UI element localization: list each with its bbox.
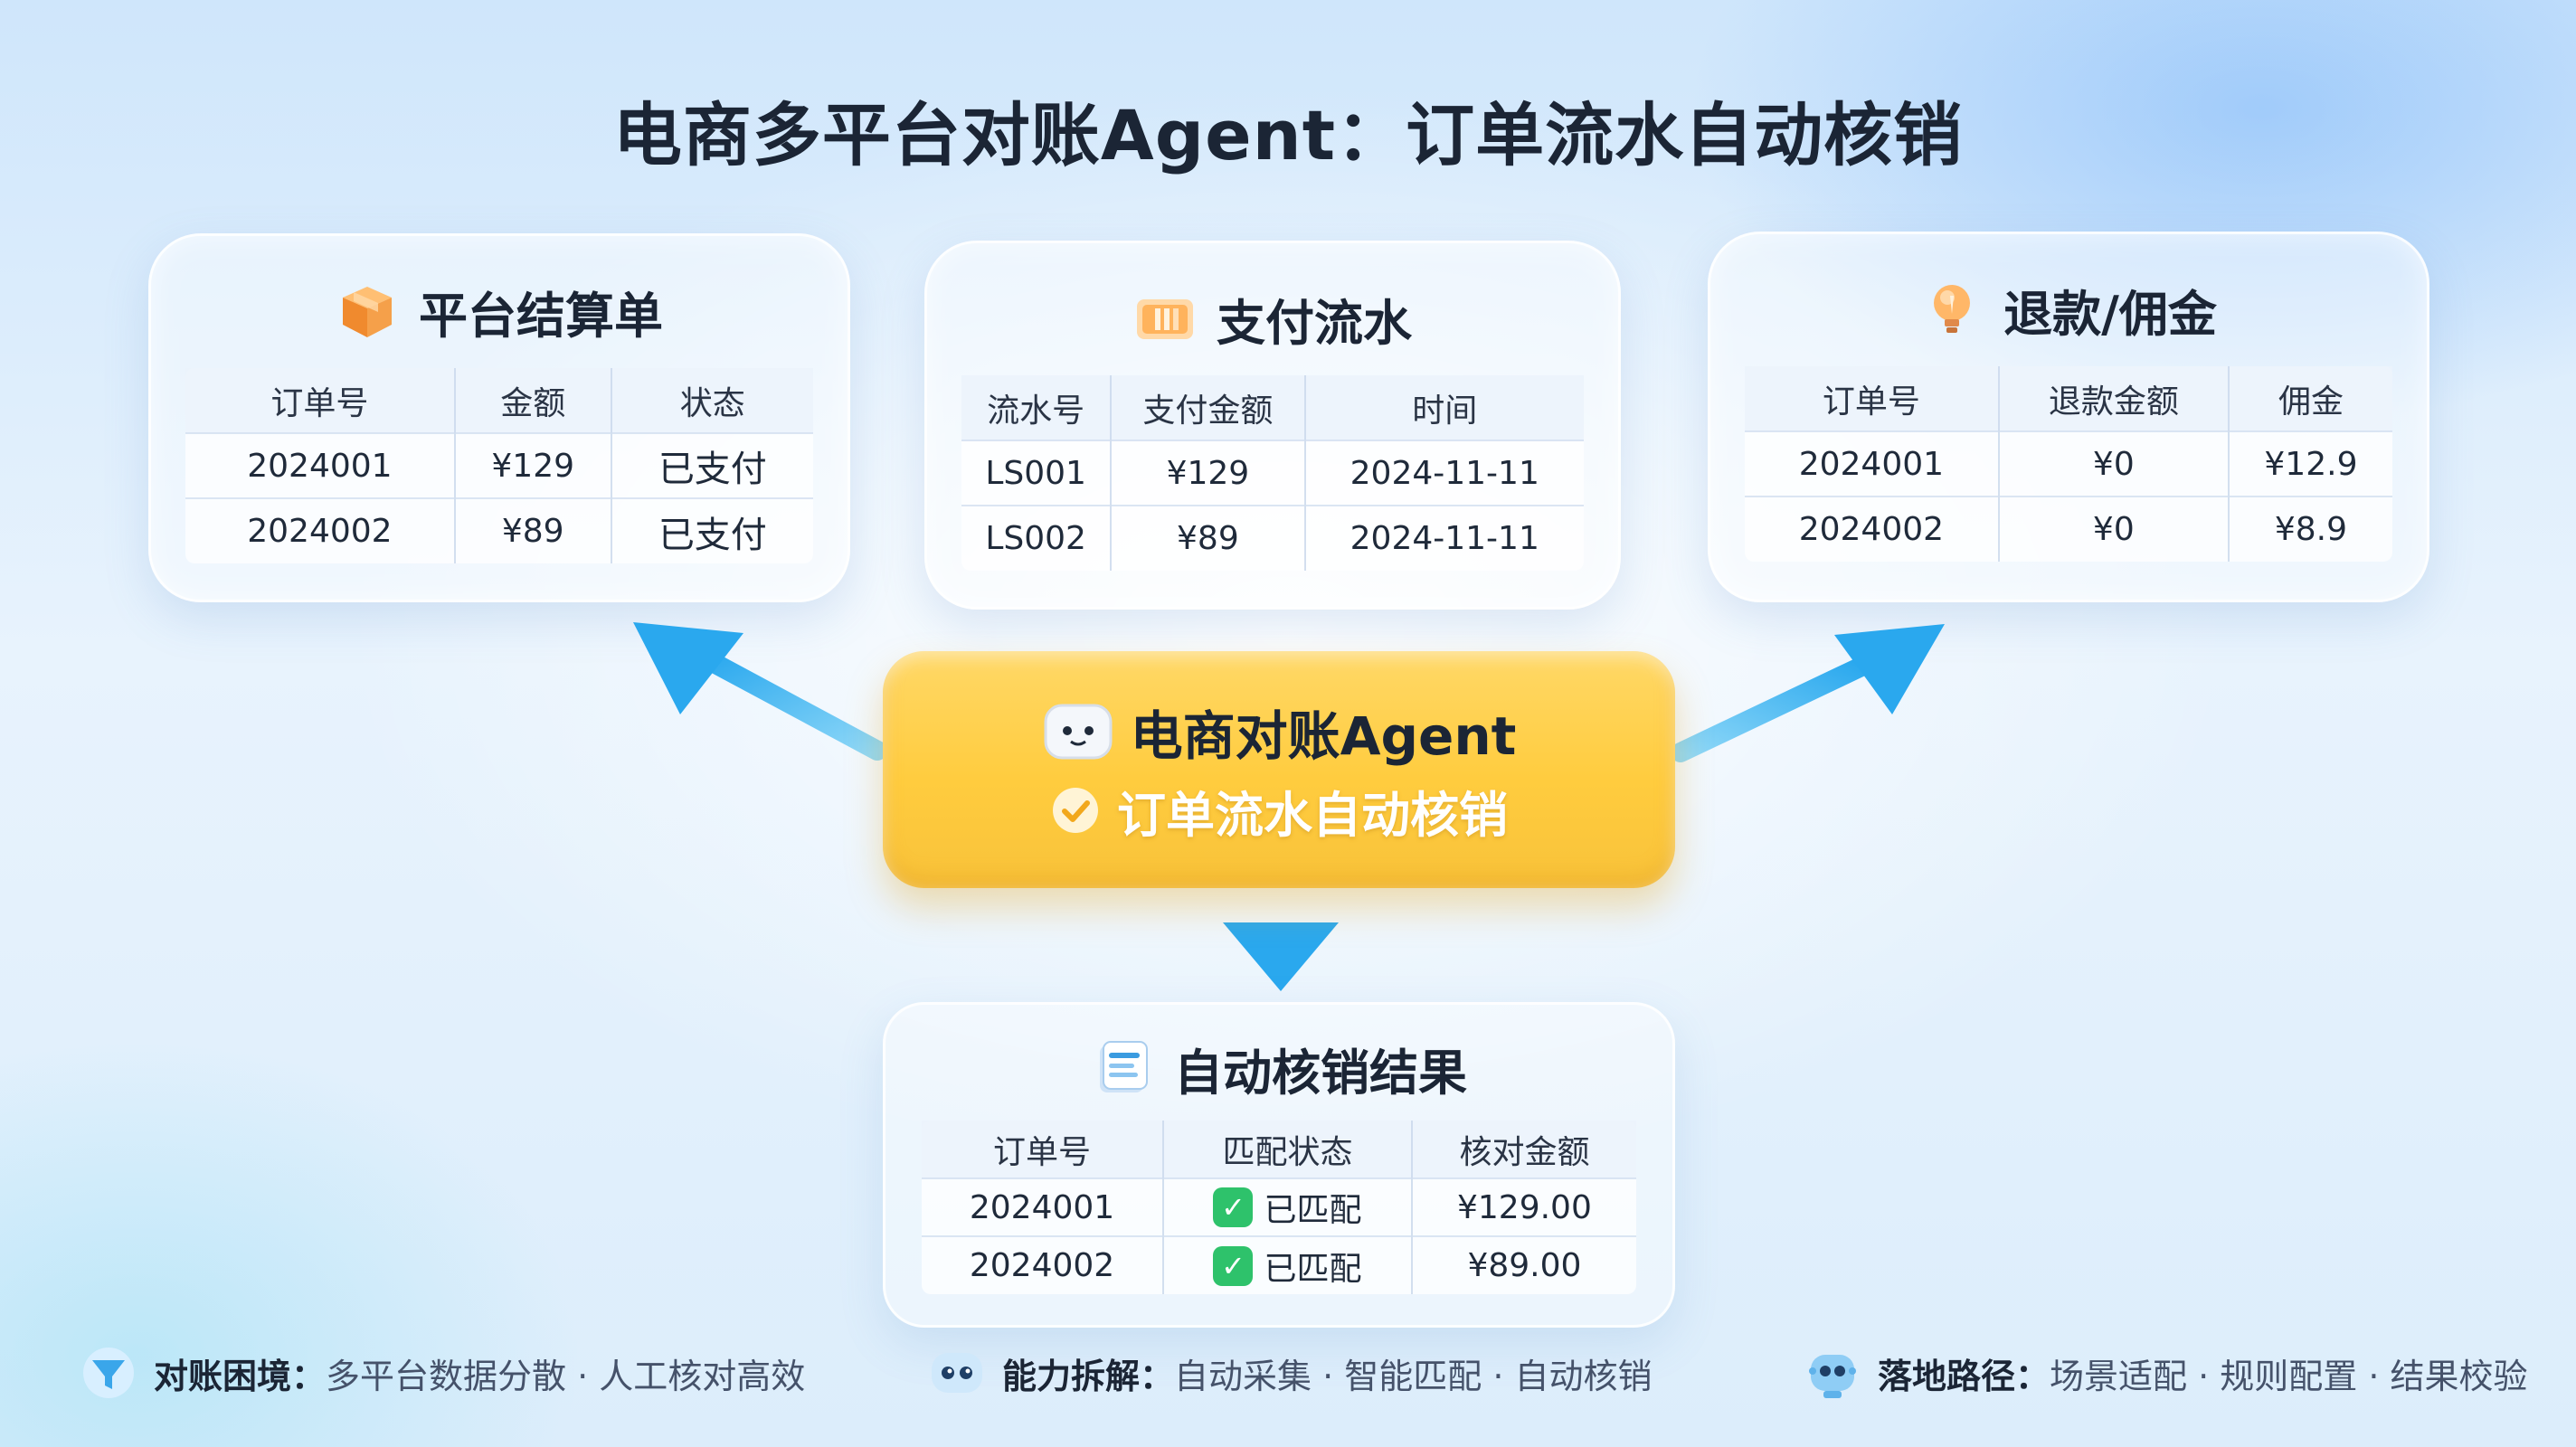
arrow-to-result (1223, 882, 1339, 991)
table-cell: 2024001 (1745, 430, 2000, 497)
status-cell: 已支付 (611, 432, 813, 498)
footer-item-challenge: 对账困境：多平台数据分散 · 人工核对高效 (80, 1337, 805, 1409)
table-row: LS001 ¥129 2024-11-11 (961, 440, 1584, 506)
settlement-card: 平台结算单 订单号 金额 状态 2024001 ¥129 已支付 2024002… (148, 233, 850, 602)
refund-card-header: 退款/佣金 (1745, 270, 2392, 348)
payment-card-title: 支付流水 (1217, 294, 1412, 352)
green-check-icon: ✓ (1213, 1245, 1254, 1286)
column-header: 佣金 (2228, 366, 2392, 431)
table-cell: ¥89.00 (1411, 1235, 1636, 1294)
result-card-header: 自动核销结果 (922, 1032, 1636, 1104)
match-status-label: 已匹配 (1264, 1192, 1362, 1229)
page-title: 电商多平台对账Agent：订单流水自动核销 (612, 95, 1964, 175)
footer-text: 场景适配 · 规则配置 · 结果校验 (2050, 1356, 2528, 1396)
table-cell: ¥129 (1111, 440, 1306, 506)
result-table: 订单号 匹配状态 核对金额 2024001 ✓ 已匹配 ¥129.00 2024… (922, 1121, 1636, 1294)
table-header-row: 订单号 匹配状态 核对金额 (922, 1121, 1636, 1178)
table-cell: ¥89 (454, 497, 612, 563)
result-card: 自动核销结果 订单号 匹配状态 核对金额 2024001 ✓ 已匹配 ¥129.… (883, 1002, 1675, 1328)
table-cell: ¥89 (1111, 505, 1306, 571)
agent-name-row: 电商对账Agent (1042, 694, 1517, 770)
table-cell: ¥129.00 (1411, 1177, 1636, 1236)
lightbulb-icon (1920, 278, 1984, 341)
column-header: 状态 (611, 368, 813, 433)
table-cell: 2024001 (922, 1177, 1165, 1236)
robot-eyes-icon (928, 1344, 986, 1402)
match-status: ✓ 已匹配 (1213, 1243, 1361, 1290)
match-status-cell: ✓ 已匹配 (1163, 1235, 1413, 1294)
funnel-icon (80, 1344, 137, 1402)
payment-card-header: 支付流水 (961, 279, 1584, 357)
refund-card-title: 退款/佣金 (2003, 285, 2217, 343)
table-row: 2024002 ✓ 已匹配 ¥89.00 (922, 1235, 1636, 1294)
settlement-table: 订单号 金额 状态 2024001 ¥129 已支付 2024002 ¥89 已… (185, 368, 813, 563)
payment-table: 流水号 支付金额 时间 LS001 ¥129 2024-11-11 LS002 … (961, 375, 1584, 571)
table-cell: 2024002 (185, 497, 456, 563)
agent-name: 电商对账Agent (1130, 705, 1517, 767)
footer-label: 对账困境： (154, 1356, 327, 1396)
table-cell: ¥0 (1998, 430, 2230, 497)
refund-table: 订单号 退款金额 佣金 2024001 ¥0 ¥12.9 2024002 ¥0 … (1745, 366, 2392, 562)
footer-item-capability: 能力拆解：自动采集 · 智能匹配 · 自动核销 (928, 1337, 1653, 1409)
footer-label: 落地路径： (1878, 1356, 2050, 1396)
column-header: 退款金额 (1998, 366, 2230, 431)
table-cell: 2024002 (922, 1235, 1165, 1294)
column-header: 订单号 (185, 368, 456, 433)
table-header-row: 流水号 支付金额 时间 (961, 375, 1584, 440)
table-row: 2024001 ¥0 ¥12.9 (1745, 430, 2392, 497)
table-row: 2024002 ¥89 已支付 (185, 497, 813, 563)
footer-text: 自动采集 · 智能匹配 · 自动核销 (1174, 1356, 1653, 1396)
column-header: 金额 (454, 368, 612, 433)
table-cell: 2024001 (185, 432, 456, 498)
table-cell: 2024002 (1745, 496, 2000, 562)
table-row: LS002 ¥89 2024-11-11 (961, 505, 1584, 571)
package-box-icon (336, 279, 399, 343)
footer-label: 能力拆解： (1002, 1356, 1175, 1396)
match-status: ✓ 已匹配 (1213, 1184, 1361, 1231)
table-cell: ¥8.9 (2228, 496, 2392, 562)
table-header-row: 订单号 退款金额 佣金 (1745, 366, 2392, 431)
table-row: 2024001 ¥129 已支付 (185, 432, 813, 498)
result-card-title: 自动核销结果 (1174, 1044, 1467, 1102)
agent-core-panel: 电商对账Agent 订单流水自动核销 (883, 651, 1675, 888)
column-header: 时间 (1304, 375, 1584, 440)
payment-card-icon (1133, 287, 1197, 350)
match-status-cell: ✓ 已匹配 (1163, 1177, 1413, 1236)
green-check-icon: ✓ (1213, 1187, 1254, 1227)
table-cell: ¥129 (454, 432, 612, 498)
document-stack-icon (1091, 1036, 1154, 1100)
payment-card: 支付流水 流水号 支付金额 时间 LS001 ¥129 2024-11-11 L… (924, 241, 1621, 610)
arrow-to-refund (1671, 624, 1945, 762)
column-header: 流水号 (961, 375, 1113, 440)
table-cell: ¥12.9 (2228, 430, 2392, 497)
table-header-row: 订单号 金额 状态 (185, 368, 813, 433)
check-circle-icon (1050, 785, 1101, 836)
status-cell: 已支付 (611, 497, 813, 563)
footer-item-path: 落地路径：场景适配 · 规则配置 · 结果校验 (1804, 1337, 2528, 1409)
column-header: 订单号 (1745, 366, 2000, 431)
table-cell: LS001 (961, 440, 1113, 506)
refund-card: 退款/佣金 订单号 退款金额 佣金 2024001 ¥0 ¥12.9 20240… (1708, 232, 2429, 602)
column-header: 匹配状态 (1163, 1121, 1413, 1178)
table-row: 2024001 ✓ 已匹配 ¥129.00 (922, 1177, 1636, 1236)
table-cell: LS002 (961, 505, 1113, 571)
column-header: 支付金额 (1111, 375, 1306, 440)
settlement-card-header: 平台结算单 (185, 272, 813, 350)
arrow-to-settlement (633, 622, 887, 761)
column-header: 核对金额 (1411, 1121, 1636, 1178)
match-status-label: 已匹配 (1264, 1250, 1362, 1288)
table-row: 2024002 ¥0 ¥8.9 (1745, 496, 2392, 562)
table-cell: 2024-11-11 (1304, 440, 1584, 506)
agent-subtitle: 订单流水自动核销 (1117, 786, 1508, 844)
robot-face-icon (1042, 700, 1114, 763)
agent-subtitle-row: 订单流水自动核销 (1050, 775, 1508, 846)
footer-text: 多平台数据分散 · 人工核对高效 (326, 1356, 806, 1396)
table-cell: 2024-11-11 (1304, 505, 1584, 571)
column-header: 订单号 (922, 1121, 1165, 1178)
table-cell: ¥0 (1998, 496, 2230, 562)
robot-head-icon (1804, 1344, 1861, 1402)
settlement-card-title: 平台结算单 (419, 287, 663, 345)
